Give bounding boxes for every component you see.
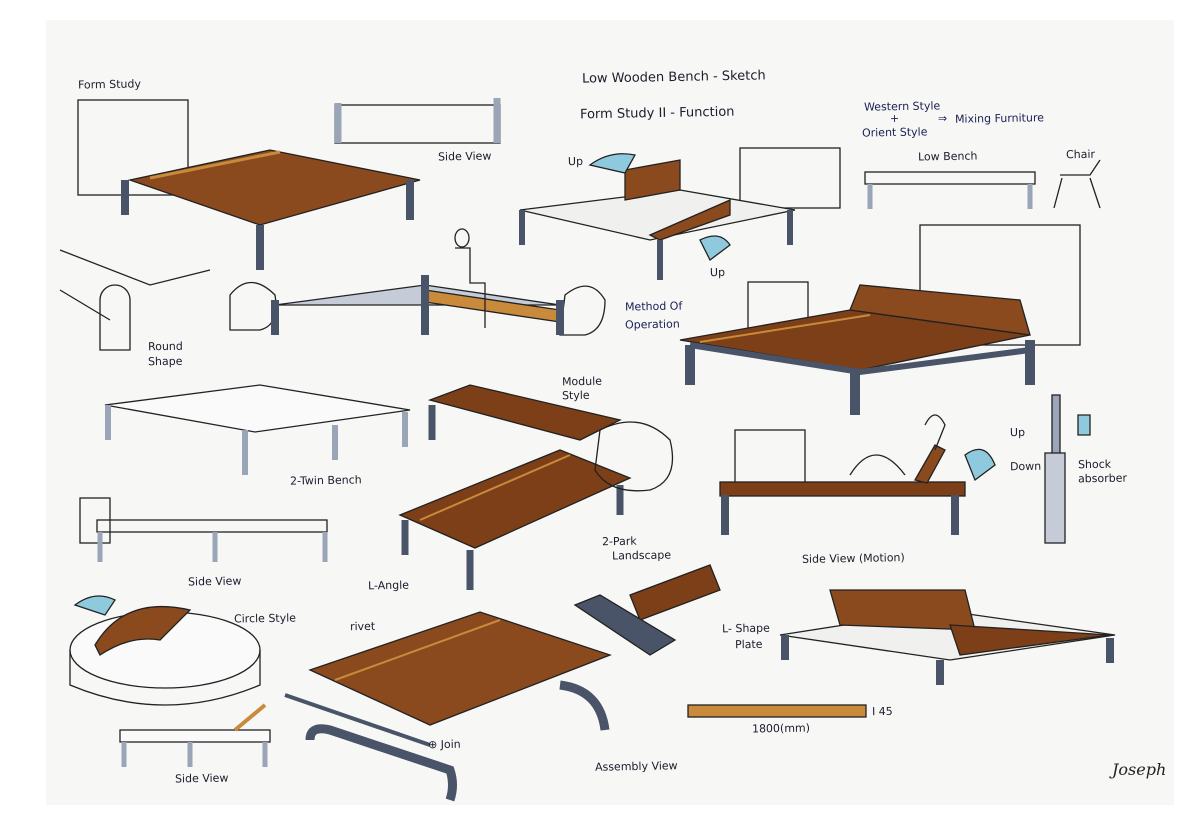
- twin-bench-sketch: [104, 384, 411, 475]
- shock-absorber-sketch: [1044, 394, 1091, 544]
- low-bench-label: Low Bench: [917, 149, 978, 164]
- circle-style-label: Circle Style: [233, 611, 297, 626]
- round-label: Round: [147, 339, 183, 354]
- plate-label: Plate: [734, 637, 763, 652]
- shape-label: Shape: [147, 354, 183, 369]
- method-label: Method Of: [624, 299, 683, 314]
- shock-label: Shock: [1077, 457, 1112, 472]
- round-shape-detail: [59, 249, 211, 351]
- l-angle-label: L-Angle: [367, 578, 410, 593]
- side-view-sketch: [334, 98, 501, 144]
- thickness-label: I 45: [871, 704, 893, 719]
- down-label: Down: [1009, 459, 1042, 474]
- side-view-motion-label: Side View (Motion): [801, 551, 905, 566]
- twin-side-view: [79, 497, 328, 562]
- concept-plus: +: [889, 111, 900, 126]
- bench-with-person: [229, 228, 606, 336]
- form-study-label: Form Study: [77, 77, 142, 92]
- circle-bench-sketch: [69, 595, 261, 706]
- module-label: Module: [561, 374, 603, 389]
- join-label: ⊕ Join: [427, 737, 461, 752]
- plank-1800mm: [687, 704, 867, 718]
- concept-orient: Orient Style: [861, 125, 928, 140]
- l-shape-label: L- Shape: [721, 621, 770, 636]
- side-view-label-top: Side View: [437, 149, 492, 164]
- up-label-2: Up: [709, 265, 726, 280]
- small-side-view: [119, 703, 271, 767]
- up-label-1: Up: [567, 154, 584, 169]
- daybed-sketch: [679, 224, 1081, 415]
- module-bench-sketch: [398, 384, 674, 590]
- length-label: 1800(mm): [751, 721, 811, 736]
- wood-beam-sketch: [573, 564, 721, 656]
- concept-result: Mixing Furniture: [954, 111, 1045, 126]
- operation-label: Operation: [624, 317, 680, 332]
- sheet-subtitle: Form Study II - Function: [579, 104, 735, 123]
- concept-western: Western Style: [863, 99, 941, 114]
- landscape-label: Landscape: [611, 548, 672, 563]
- up-label-3: Up: [1009, 425, 1026, 440]
- reclining-bench-side: [719, 414, 996, 535]
- assembly-view-label: Assembly View: [594, 759, 678, 774]
- bench-sketch-platform: [77, 99, 421, 270]
- rivet-label: rivet: [349, 619, 376, 634]
- style-label: Style: [561, 388, 590, 403]
- sheet-title: Low Wooden Bench - Sketch: [581, 68, 766, 87]
- recliner-sketch: [779, 589, 1116, 685]
- concept-arrow: ⇒: [937, 111, 948, 126]
- adjustable-bench-sketch: [519, 147, 841, 280]
- side-view-label-mid: Side View: [187, 574, 242, 589]
- assembly-view-sketch: [284, 611, 612, 802]
- twin-bench-label: 2-Twin Bench: [289, 473, 362, 488]
- side-view-label-bottom: Side View: [174, 771, 229, 786]
- absorber-label: absorber: [1077, 471, 1128, 486]
- artist-signature: Joseph: [1112, 760, 1167, 779]
- chair-label: Chair: [1065, 147, 1096, 162]
- low-bench-and-chair: [864, 159, 1101, 209]
- park-label: 2-Park: [601, 534, 637, 549]
